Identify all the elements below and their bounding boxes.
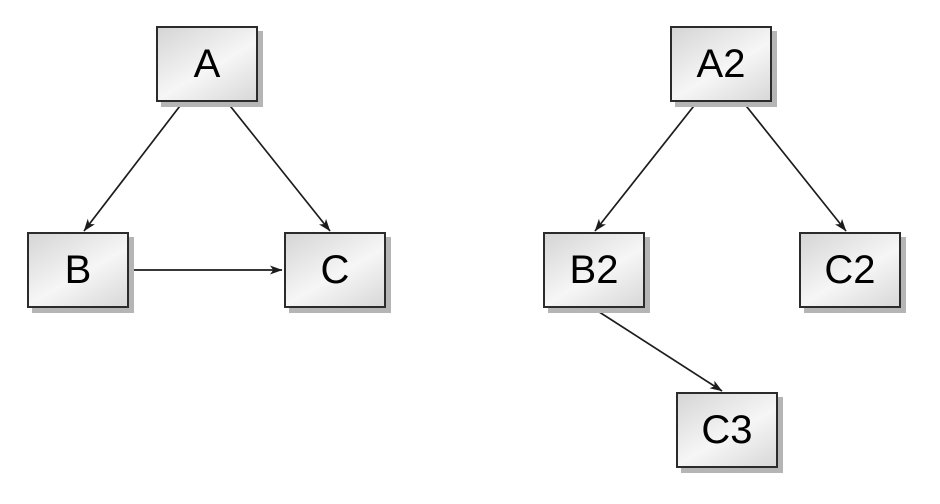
node-B2[interactable]: B2 (543, 232, 645, 308)
edge-A-C[interactable] (226, 101, 331, 232)
edge-A2-B2[interactable] (594, 101, 698, 232)
node-label: C (320, 248, 350, 292)
node-A[interactable]: A (156, 26, 258, 102)
edge-A-B[interactable] (83, 101, 184, 232)
node-C[interactable]: C (284, 232, 386, 308)
edge-A2-C2[interactable] (742, 101, 847, 232)
node-label: C2 (824, 248, 876, 292)
node-C3[interactable]: C3 (676, 392, 778, 468)
node-label: A2 (696, 42, 746, 86)
node-label: B2 (569, 248, 619, 292)
edge-B2-C3[interactable] (592, 307, 723, 392)
node-label: C3 (701, 408, 753, 452)
node-C2[interactable]: C2 (799, 232, 901, 308)
node-label: B (64, 248, 92, 292)
node-A2[interactable]: A2 (670, 26, 772, 102)
node-label: A (193, 42, 221, 86)
node-B[interactable]: B (27, 232, 129, 308)
